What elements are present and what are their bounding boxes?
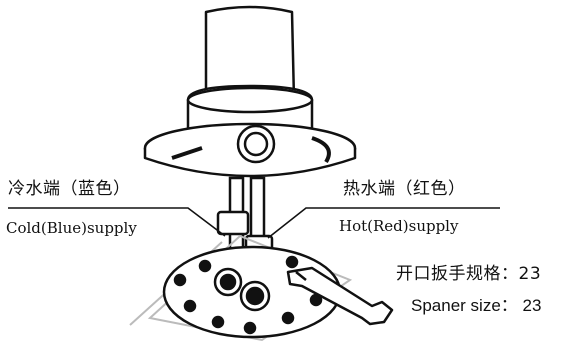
spanner-wrench xyxy=(286,266,394,326)
cold-supply-label-cn: 冷水端（蓝色） xyxy=(8,179,131,199)
hot-supply-label-en: Hot(Red)supply xyxy=(339,217,459,235)
spanner-size-label-en: Spaner size： 23 xyxy=(411,296,542,315)
label-leader-lines xyxy=(8,207,500,239)
spanner-size-label-cn: 开口扳手规格：23 xyxy=(396,264,542,284)
faucet-body xyxy=(143,5,357,178)
cold-supply-label-en: Cold(Blue)supply xyxy=(6,219,137,237)
hot-supply-label-cn: 热水端（红色） xyxy=(343,179,466,199)
